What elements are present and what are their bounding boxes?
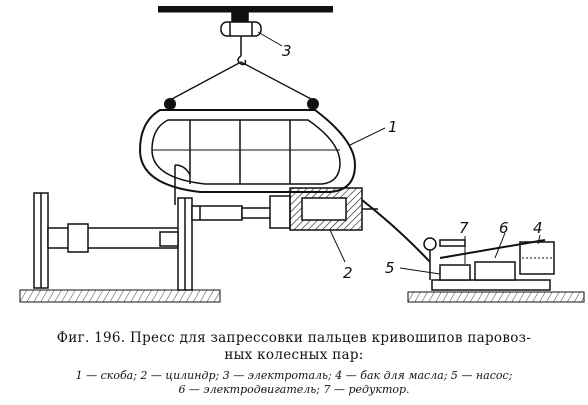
label-cylinder: 2: [343, 264, 353, 282]
caption-title-line1: Фиг. 196. Пресс для запрессовки пальцев …: [56, 330, 532, 346]
label-motor: 6: [499, 219, 509, 237]
wheelset: [33, 192, 193, 291]
label-frame: 1: [388, 118, 398, 136]
label-reducer: 7: [459, 219, 469, 237]
label-oil-tank: 4: [533, 219, 543, 237]
label-hoist: 3: [282, 42, 292, 60]
legend-line1: 1 — скоба; 2 — цилиндр; 3 — электроталь;…: [75, 369, 513, 382]
hydraulic-hose: [361, 199, 431, 263]
figure-caption-title: Фиг. 196. Пресс для запрессовки пальцев …: [0, 330, 588, 364]
pump-station: [423, 237, 555, 291]
slings: [169, 61, 314, 101]
cylinder: [269, 187, 378, 231]
label-pump: 5: [385, 259, 395, 277]
legend-line2: 6 — электродвигатель; 7 — редуктор.: [178, 383, 410, 396]
caption-title-line2: ных колесных пар:: [224, 347, 364, 363]
figure-legend: 1 — скоба; 2 — цилиндр; 3 — электроталь;…: [0, 369, 588, 397]
ground: [19, 289, 585, 303]
crank-pin: [191, 205, 273, 221]
hoist: [220, 7, 262, 66]
press-frame: [138, 98, 357, 205]
press-diagram: 3 1 2: [19, 6, 585, 303]
